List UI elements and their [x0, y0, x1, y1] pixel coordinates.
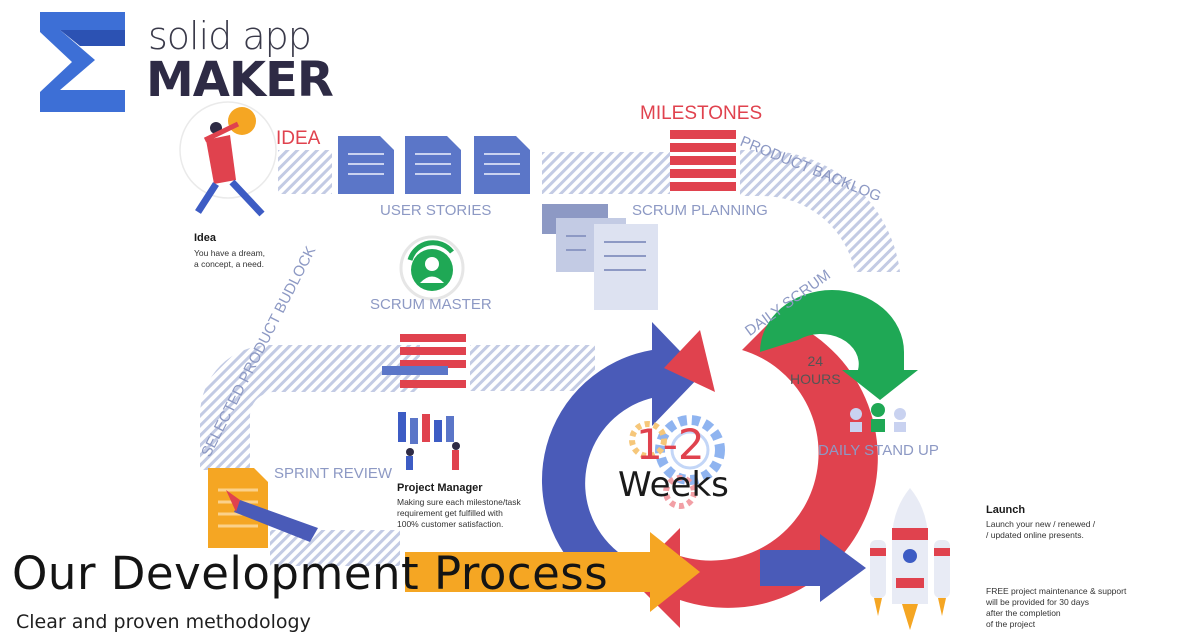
note-support-line-2: will be provided for 30 days: [986, 597, 1090, 607]
stage-label-idea: IDEA: [276, 128, 321, 149]
stage-label-daily-standup: DAILY STAND UP: [818, 442, 939, 459]
cycle-word: Weeks: [618, 465, 729, 505]
striped-path-middle: [470, 345, 595, 391]
gear-icon: [629, 415, 725, 509]
logo-text-top: solid app: [148, 14, 312, 58]
daily-scrum-arrow-icon: [760, 290, 918, 400]
hours-word: HOURS: [790, 371, 841, 387]
note-launch-line-1: Launch your new / renewed /: [986, 519, 1096, 529]
backlog-list-icon: [670, 130, 736, 191]
launch-arrow-icon: [760, 534, 866, 602]
note-idea-line-2: a concept, a need.: [194, 259, 264, 269]
note-launch-line-2: / updated online presents.: [986, 530, 1084, 540]
note-idea-heading: Idea: [194, 232, 217, 244]
idea-person-icon: [179, 101, 277, 217]
document-pen-icon: [208, 468, 318, 548]
logo-mark-icon: [40, 12, 125, 112]
striped-path-bottom: [270, 530, 400, 566]
stage-label-user-stories: USER STORIES: [380, 202, 492, 219]
document-icon-1: [338, 136, 394, 194]
hours-number: 24: [807, 353, 824, 369]
stage-label-scrum-master: SCRUM MASTER: [370, 296, 492, 313]
page-subtitle: Clear and proven methodology: [16, 611, 311, 633]
page-title: Our Development Process: [12, 547, 609, 600]
note-pm-line-1: Making sure each milestone/task: [397, 497, 521, 507]
task-board-icon: [398, 412, 460, 470]
stage-label-sprint-review: SPRINT REVIEW: [274, 465, 393, 482]
note-support-line-1: FREE project maintenance & support: [986, 586, 1127, 596]
team-icon: [850, 403, 906, 432]
rocket-icon: [870, 488, 950, 630]
scrum-master-icon: [399, 235, 465, 301]
document-icon-2: [405, 136, 461, 194]
planning-board-icon: [542, 204, 658, 310]
document-icon-3: [474, 136, 530, 194]
striped-curve-backlog: [740, 149, 900, 272]
note-launch-heading: Launch: [986, 504, 1026, 516]
stage-label-milestones: MILESTONES: [640, 103, 763, 124]
logo-text-bottom: MAKER: [146, 52, 334, 108]
cycle-number: 1-2: [636, 420, 705, 469]
note-support: FREE project maintenance & support will …: [986, 586, 1126, 630]
note-idea-line-1: You have a dream,: [194, 248, 266, 258]
stage-label-scrum-planning: SCRUM PLANNING: [632, 202, 768, 219]
note-idea: Idea You have a dream, a concept, a need…: [194, 232, 265, 270]
note-pm-line-3: 100% customer satisfaction.: [397, 519, 504, 529]
striped-curve-left: [200, 345, 420, 470]
hours-label: 24 HOURS: [790, 352, 841, 388]
note-pm-line-2: requirement get fulfilled with: [397, 508, 503, 518]
note-launch: Launch Launch your new / renewed / / upd…: [986, 504, 1095, 541]
orange-arrow-icon: [405, 532, 700, 612]
note-support-line-3: after the completion: [986, 608, 1061, 618]
note-project-manager: Project Manager Making sure each milesto…: [397, 482, 521, 530]
note-pm-heading: Project Manager: [397, 482, 483, 494]
note-support-line-4: of the project: [986, 619, 1036, 629]
selected-backlog-icon: [382, 334, 466, 388]
striped-path-top: [278, 150, 670, 194]
